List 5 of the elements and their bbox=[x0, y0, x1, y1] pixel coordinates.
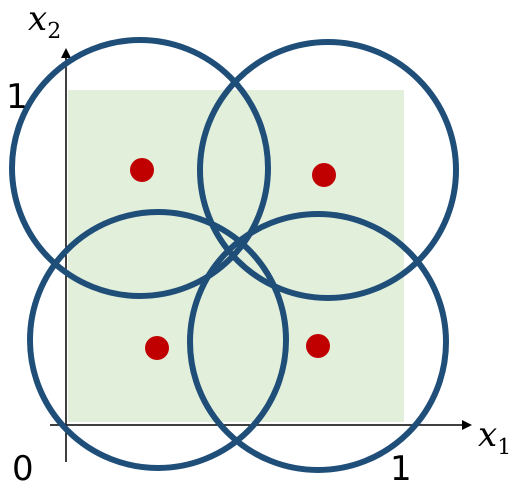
axis-label: x$_{2}$ bbox=[28, 2, 62, 43]
tick-label: 1 bbox=[6, 80, 28, 114]
axis-label: x$_{1}$ bbox=[478, 418, 512, 459]
tick-label: 1 bbox=[390, 452, 412, 486]
tick-label: 0 bbox=[12, 452, 34, 486]
